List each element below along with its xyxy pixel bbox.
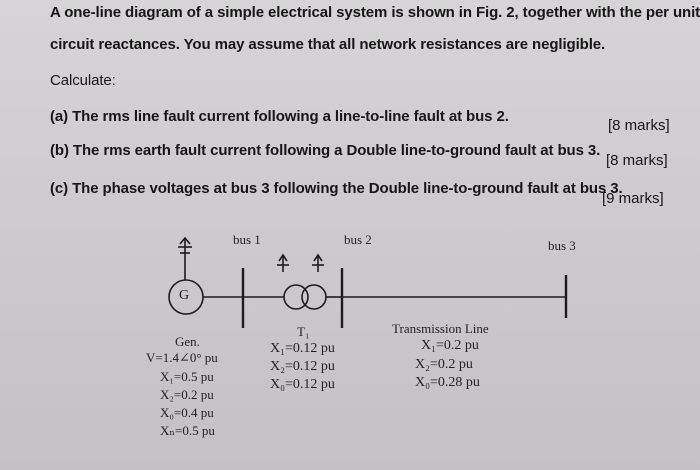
- intro-line-2: circuit reactances. You may assume that …: [50, 36, 606, 53]
- generator-x2: X₂=0.2 pu: [160, 387, 214, 402]
- bus3-label: bus 3: [548, 238, 576, 253]
- generator-voltage: V=1.4∠0° pu: [146, 350, 218, 365]
- generator-symbol-label: G: [179, 288, 190, 303]
- transformer-primary-winding: [283, 284, 309, 310]
- transmission-line-x1: X₁=0.2 pu: [421, 338, 479, 353]
- generator-ground-arrow: [179, 236, 191, 245]
- generator-title: Gen.: [175, 334, 200, 349]
- transformer-ground-arrow-2: [313, 253, 323, 262]
- question-c-marks: [9 marks]: [602, 190, 664, 207]
- generator-xn: Xₙ=0.5 pu: [160, 423, 215, 438]
- transformer-ground-arrow-1: [278, 253, 288, 262]
- question-a: (a) The rms line fault current following…: [50, 108, 509, 125]
- intro-line-1: A one-line diagram of a simple electrica…: [50, 4, 700, 21]
- bus1-label: bus 1: [233, 232, 261, 247]
- generator-x1: X₁=0.5 pu: [160, 369, 214, 384]
- transformer-secondary-winding: [301, 284, 327, 310]
- calculate-label: Calculate:: [50, 72, 116, 89]
- question-a-marks: [8 marks]: [608, 117, 670, 134]
- generator-x0: X₀=0.4 pu: [160, 405, 214, 420]
- transformer-x0: X₀=0.12 pu: [270, 377, 335, 392]
- question-b-marks: [8 marks]: [606, 152, 668, 169]
- transmission-line-x2: X₂=0.2 pu: [415, 357, 473, 372]
- transformer-title: T₁: [297, 324, 310, 339]
- transmission-line-x0: X₀=0.28 pu: [415, 375, 480, 390]
- bus2-label: bus 2: [344, 232, 372, 247]
- question-b: (b) The rms earth fault current followin…: [50, 142, 601, 159]
- transmission-line-title: Transmission Line: [392, 321, 489, 336]
- transformer-x1: X₁=0.12 pu: [270, 341, 335, 356]
- question-c: (c) The phase voltages at bus 3 followin…: [50, 180, 623, 197]
- transformer-x2: X₂=0.12 pu: [270, 359, 335, 374]
